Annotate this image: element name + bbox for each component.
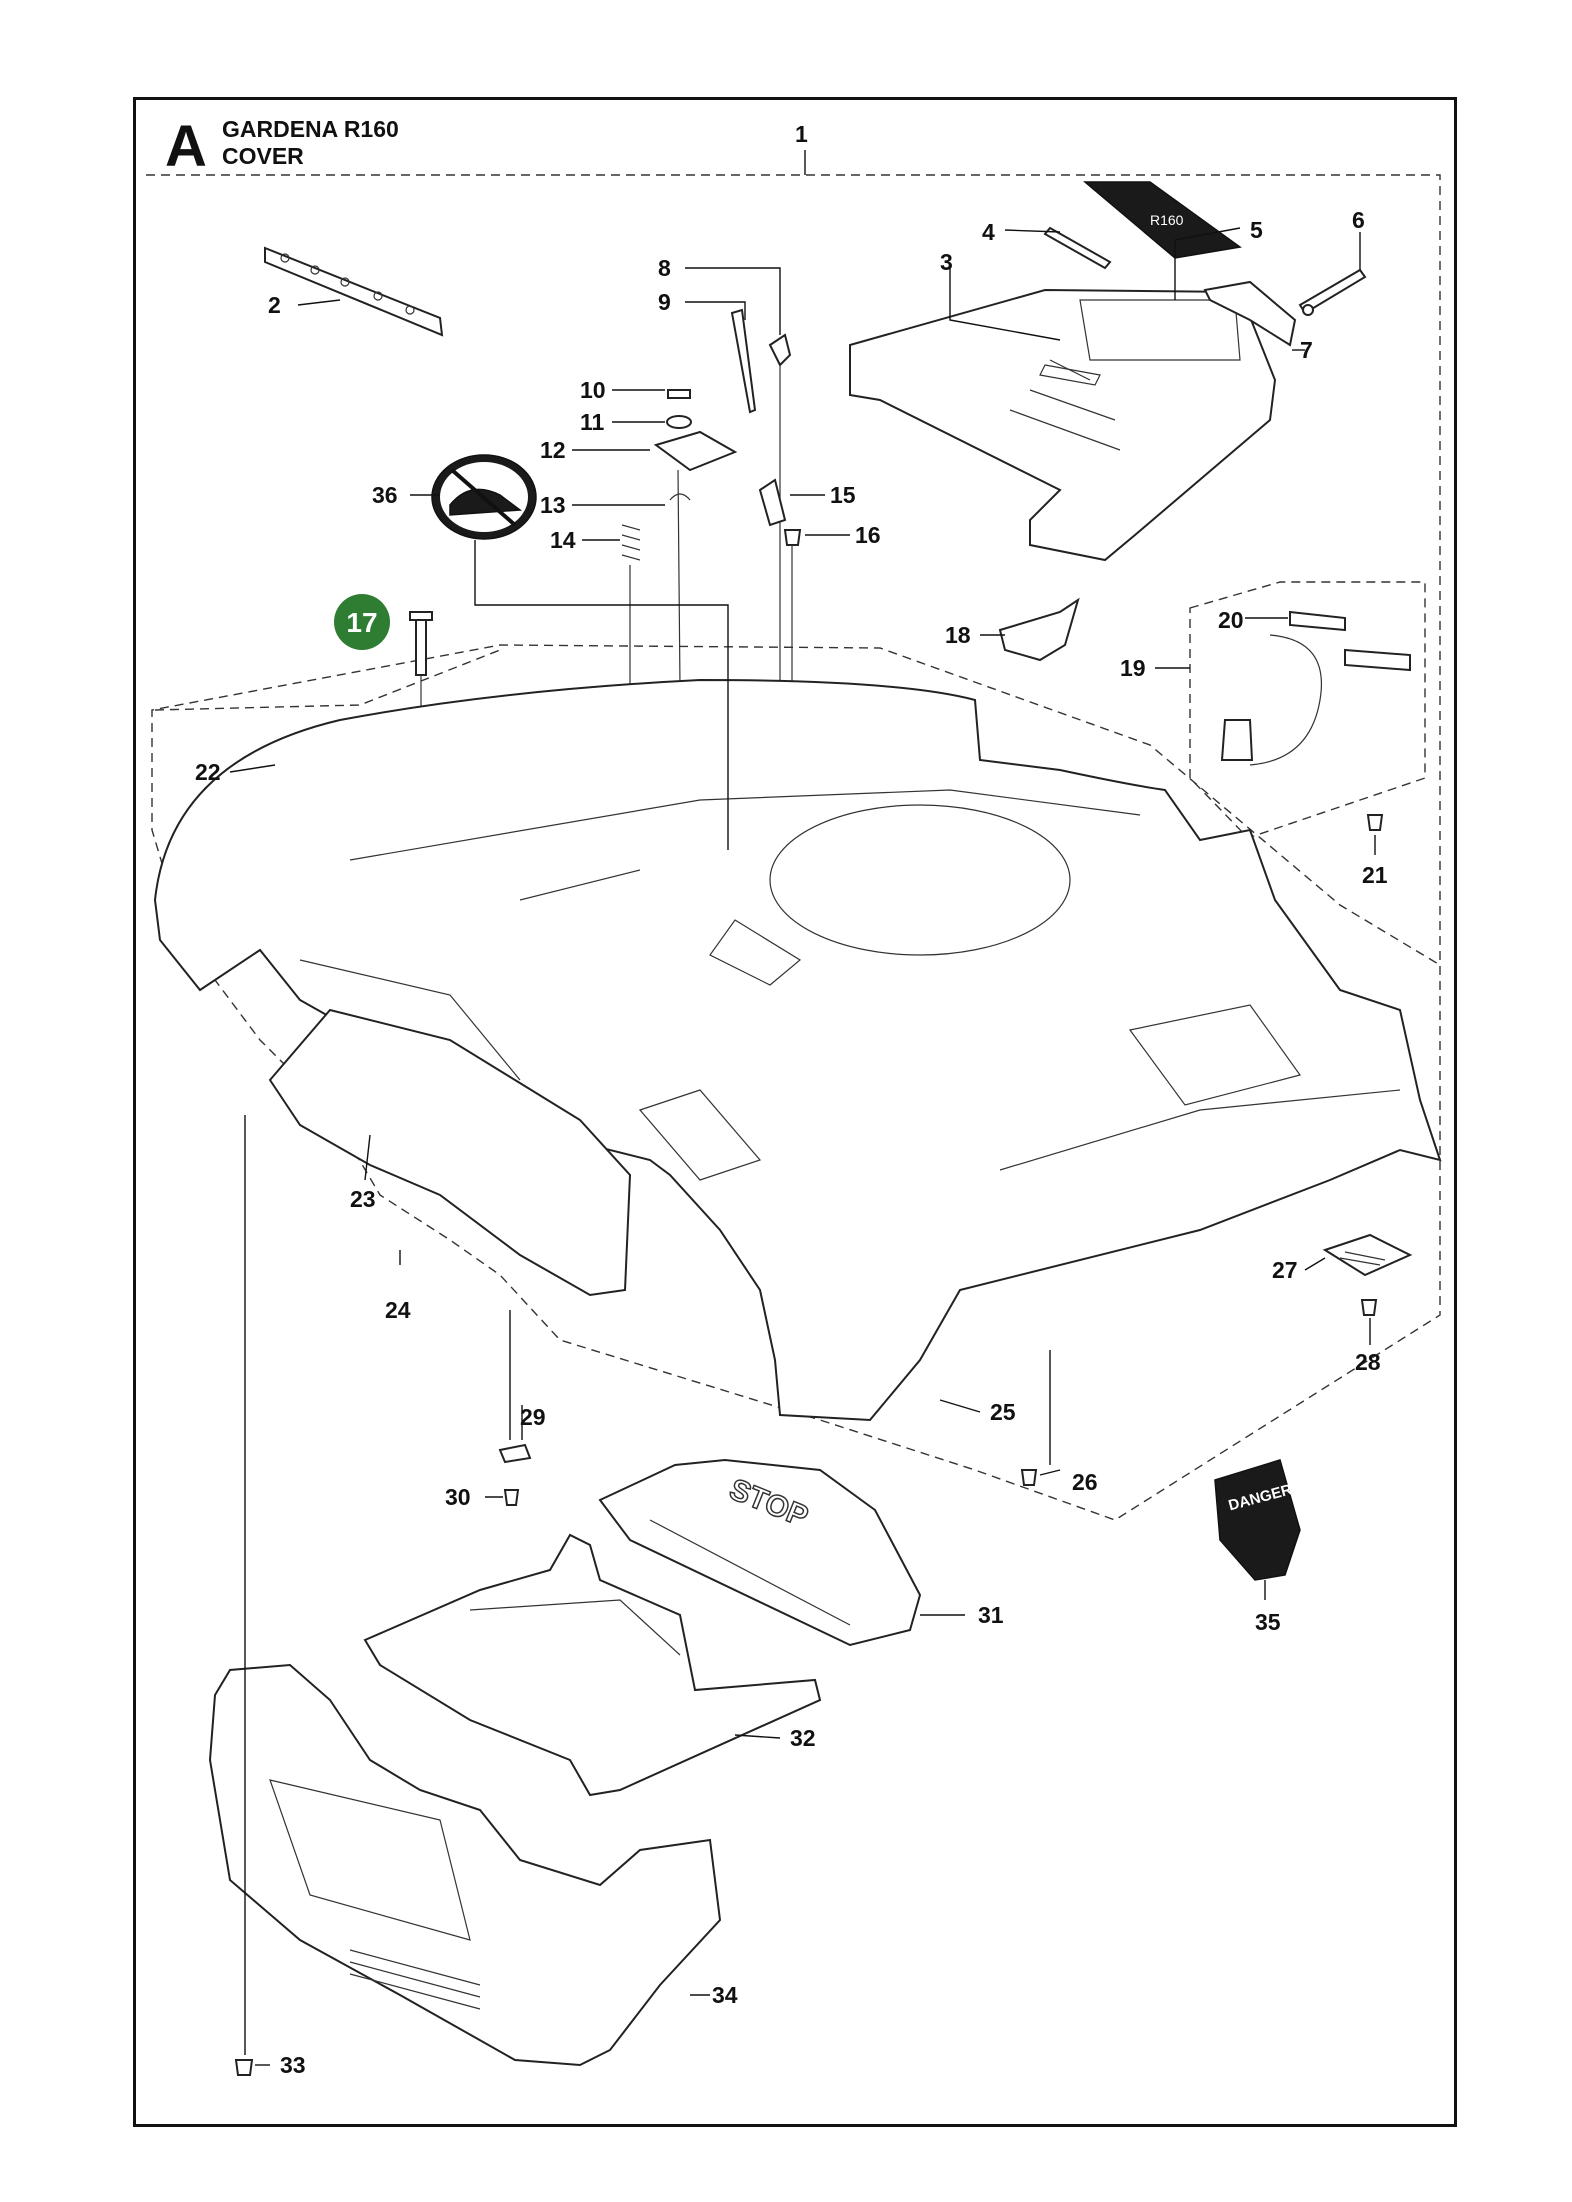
callout-13: 13 [540,492,566,518]
callout-27: 27 [1272,1257,1298,1283]
part-34-rear-housing[interactable] [208,1663,722,2067]
part-31-stop-button[interactable]: STOP [598,1458,922,1647]
part-7-hinge-bracket[interactable] [1203,280,1297,347]
part-3-hatch-lid[interactable] [849,288,1277,562]
callout-labels: 1 2 3 4 5 6 7 8 9 10 11 12 13 14 15 16 1… [195,121,1388,2078]
part-20-sensor-bracket[interactable] [1220,610,1411,766]
part-29-spring[interactable] [498,1443,532,1464]
callout-31: 31 [978,1602,1004,1628]
callout-35: 35 [1255,1609,1281,1635]
callout-3: 3 [940,249,953,275]
drawing-frame [133,97,1457,2127]
part-30-screw[interactable] [503,1489,520,1506]
part-33-screw[interactable] [234,2059,254,2076]
highlight-circle [334,594,390,650]
callout-24: 24 [385,1297,411,1323]
part-6-hinge-pin[interactable] [1298,268,1367,316]
callout-32: 32 [790,1725,816,1751]
part-13-spring-clip[interactable] [669,493,691,501]
part-15-connector[interactable] [758,478,787,527]
callout-6: 6 [1352,207,1365,233]
callout-23: 23 [350,1186,376,1212]
callout-4: 4 [982,219,995,245]
part-27-contact-plate[interactable] [1322,1233,1413,1277]
part-18-latch[interactable] [998,597,1080,662]
callout-12: 12 [540,437,566,463]
callout-18: 18 [945,622,971,648]
callout-8: 8 [658,255,671,281]
part-21-screw[interactable] [1366,814,1384,831]
callout-33: 33 [280,2052,306,2078]
part-2-warning-label[interactable] [264,246,444,337]
part-11-washer[interactable] [666,415,692,429]
model-title: GARDENA R160 [222,116,399,142]
callout-9: 9 [658,289,671,315]
callout-19: 19 [1120,655,1146,681]
callout-11: 11 [580,409,605,435]
part-26-screw[interactable] [1020,1469,1038,1486]
part-28-screw[interactable] [1360,1299,1378,1316]
part-4-logo-badge[interactable] [1043,226,1112,270]
callout-28: 28 [1355,1349,1381,1375]
callout-5: 5 [1250,217,1263,243]
callout-25: 25 [990,1399,1016,1425]
part-5-model-badge[interactable]: R160 [1082,181,1242,259]
callout-2: 2 [268,292,281,318]
part-35-danger-label[interactable]: DANGER [1214,1459,1301,1581]
section-letter: A [165,114,207,179]
callout-22: 22 [195,759,221,785]
part-32-stop-plate[interactable] [363,1533,822,1797]
svg-text:R160: R160 [1150,212,1184,228]
part-9-cable-tie[interactable] [730,308,757,414]
callout-20: 20 [1218,607,1244,633]
part-10-screw[interactable] [667,389,691,399]
callout-7: 7 [1300,337,1313,363]
callout-17-highlighted[interactable]: 17 [334,594,390,650]
callout-16: 16 [855,522,881,548]
callout-30: 30 [445,1484,471,1510]
part-36-warning-decal[interactable] [431,454,537,540]
leader-lines [229,150,1376,2066]
part-23-side-trim[interactable] [268,1008,632,1297]
callout-1: 1 [795,121,808,147]
callout-17: 17 [346,607,377,638]
assembly-title: COVER [222,143,304,169]
part-22-top-cover[interactable] [153,678,1442,1422]
callout-29: 29 [520,1404,546,1430]
callout-10: 10 [580,377,606,403]
callout-14: 14 [550,527,576,553]
callout-21: 21 [1362,862,1388,888]
callout-34: 34 [712,1982,738,2008]
callout-15: 15 [830,482,856,508]
callout-26: 26 [1072,1469,1098,1495]
callout-36: 36 [372,482,398,508]
